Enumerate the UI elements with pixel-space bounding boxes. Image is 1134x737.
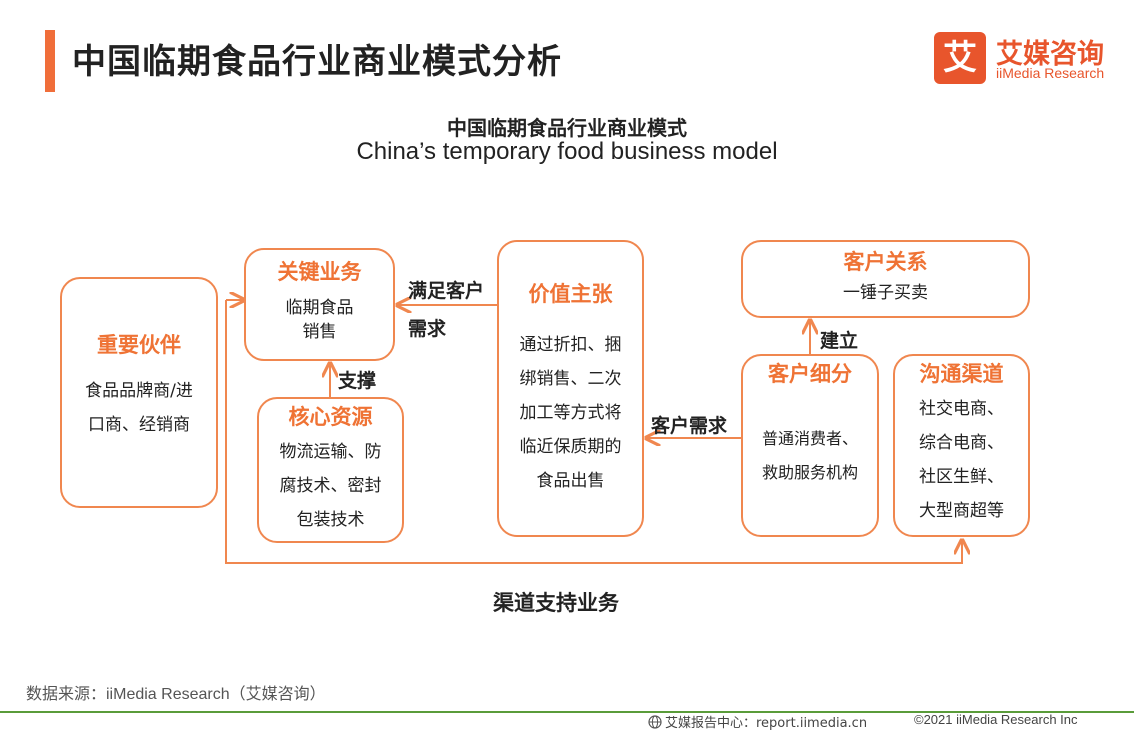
box-key-activities: 关键业务 临期食品 销售 (244, 248, 395, 361)
footer-divider (0, 711, 1134, 713)
label-build: 建立 (820, 330, 859, 352)
box-title: 关键业务 (277, 260, 362, 284)
footer-site-text: 艾媒报告中心：report.iimedia.cn (665, 716, 868, 731)
diagram-title-en: China’s temporary food business model (356, 138, 778, 165)
body-line: 物流运输、防 (279, 442, 382, 462)
label-meet-needs-line1: 满足客户 (408, 280, 485, 302)
box-value-proposition: 价值主张 通过折扣、捆 绑销售、二次 加工等方式将 临近保质期的 食品出售 (497, 240, 644, 537)
diagram-title-cn: 中国临期食品行业商业模式 (447, 116, 687, 140)
logo-cn-text: 艾媒咨询 (996, 39, 1104, 70)
body-line: 社区生鲜、 (919, 467, 1004, 487)
body-line: 绑销售、二次 (519, 369, 622, 389)
body-line: 社交电商、 (919, 399, 1004, 419)
body-line: 临期食品 (285, 298, 354, 318)
arrow-channel-loop (225, 300, 962, 564)
box-title: 价值主张 (528, 282, 613, 306)
box-body: 通过折扣、捆 绑销售、二次 加工等方式将 临近保质期的 食品出售 (499, 328, 642, 498)
label-customer-needs: 客户需求 (651, 415, 728, 437)
logo-mark: 艾 (934, 32, 986, 84)
box-title: 核心资源 (288, 405, 373, 429)
body-line: 加工等方式将 (519, 403, 622, 423)
body-line: 销售 (302, 322, 337, 342)
body-line: 食品品牌商/进 (85, 381, 193, 401)
label-channel-support: 渠道支持业务 (493, 591, 619, 615)
box-customer-segments: 客户细分 普通消费者、 救助服务机构 (741, 354, 879, 537)
source-note: 数据来源：iiMedia Research（艾媒咨询） (26, 686, 326, 703)
box-body: 物流运输、防 腐技术、密封 包装技术 (259, 435, 402, 537)
body-line: 临近保质期的 (519, 437, 622, 457)
box-key-resources: 核心资源 物流运输、防 腐技术、密封 包装技术 (257, 397, 404, 543)
logo-en-text: iiMedia Research (996, 65, 1105, 81)
iimedia-logo: 艾 艾媒咨询 iiMedia Research (934, 32, 1114, 88)
box-title: 客户细分 (768, 362, 852, 386)
body-line: 大型商超等 (919, 501, 1004, 521)
box-title: 客户关系 (843, 250, 928, 274)
body-line: 食品出售 (536, 471, 605, 491)
box-body: 临期食品 销售 (246, 296, 393, 344)
body-line: 普通消费者、 (761, 429, 858, 448)
box-channels: 沟通渠道 社交电商、 综合电商、 社区生鲜、 大型商超等 (893, 354, 1030, 537)
box-title: 重要伙伴 (97, 333, 181, 357)
body-line: 通过折扣、捆 (519, 335, 622, 355)
body-line: 综合电商、 (919, 433, 1004, 453)
page-title: 中国临期食品行业商业模式分析 (72, 42, 562, 82)
body-line: 救助服务机构 (761, 463, 858, 482)
body-line: 包装技术 (296, 510, 365, 530)
title-accent-bar (45, 30, 55, 92)
box-body: 普通消费者、 救助服务机构 (743, 422, 877, 490)
globe-icon (648, 715, 662, 729)
label-support: 支撑 (338, 370, 377, 392)
box-body: 社交电商、 综合电商、 社区生鲜、 大型商超等 (895, 392, 1028, 528)
box-body: 食品品牌商/进 口商、经销商 (62, 374, 216, 442)
box-key-partners: 重要伙伴 食品品牌商/进 口商、经销商 (60, 277, 218, 508)
box-title: 沟通渠道 (919, 362, 1004, 386)
label-meet-needs-line2: 需求 (408, 318, 447, 340)
footer-copyright: ©2021 iiMedia Research Inc (914, 712, 1078, 727)
body-line: 腐技术、密封 (279, 476, 382, 496)
box-body: 一锤子买卖 (843, 283, 928, 303)
body-line: 口商、经销商 (88, 415, 190, 435)
box-customer-relationships: 客户关系 一锤子买卖 (741, 240, 1030, 318)
footer-site: 艾媒报告中心：report.iimedia.cn (648, 712, 867, 731)
